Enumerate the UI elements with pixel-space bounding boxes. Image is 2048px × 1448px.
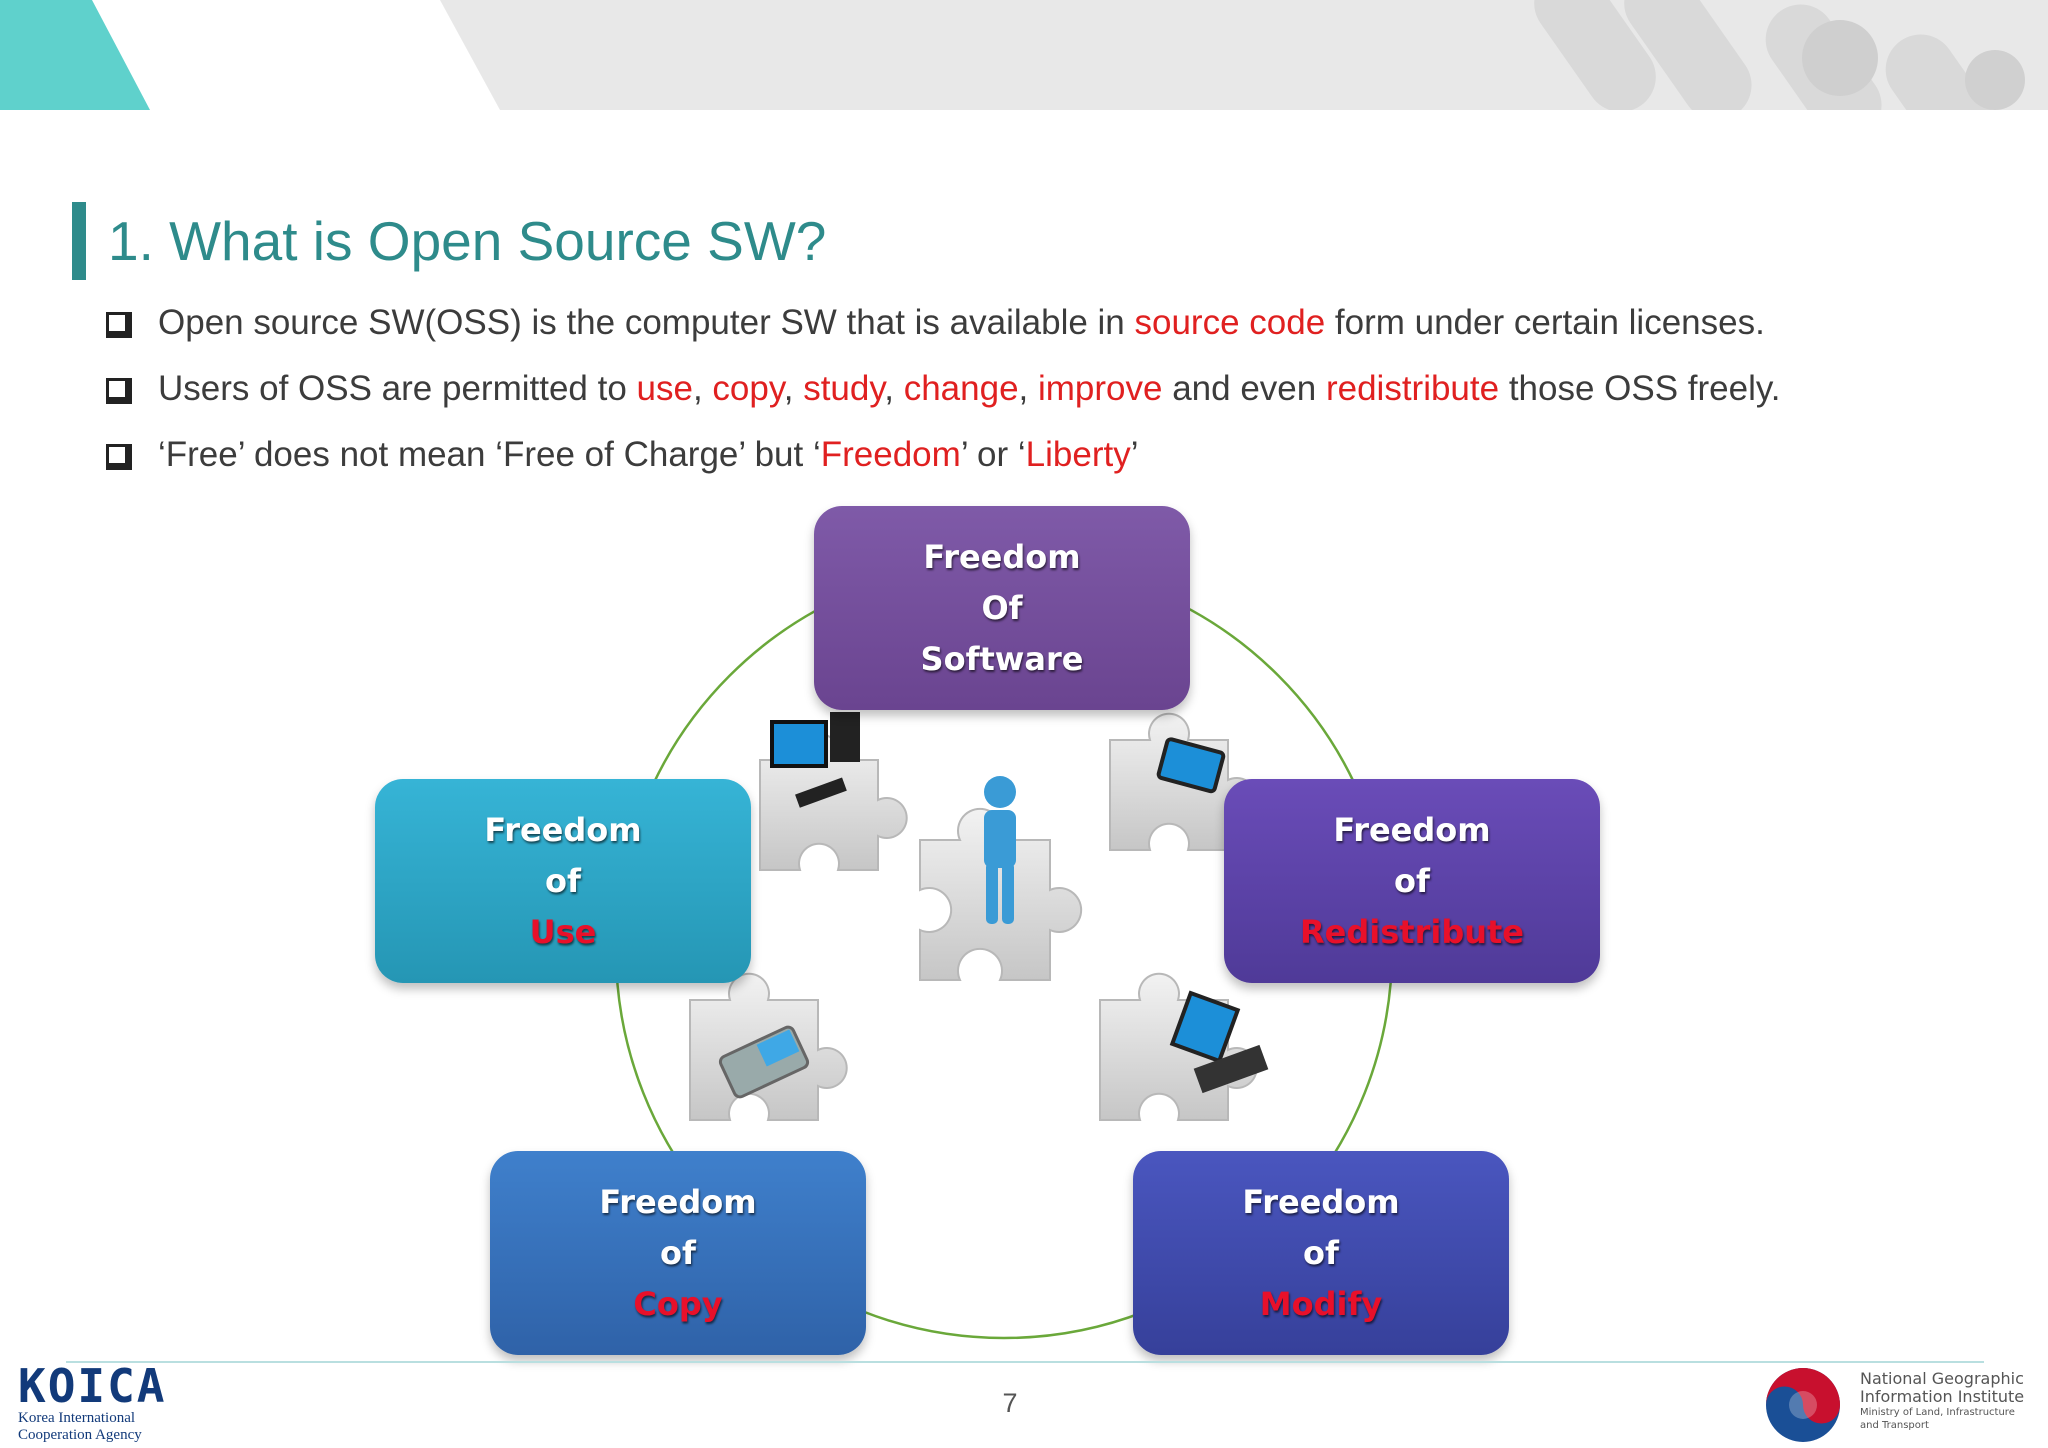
checkbox-bullet-icon (106, 312, 132, 338)
koica-subtitle: Korea International (18, 1410, 136, 1426)
freedom-of-software-box: Freedom Of Software (814, 506, 1190, 710)
header-banner (0, 0, 2048, 110)
page-number: 7 (1002, 1388, 1018, 1418)
person-figure-icon (984, 776, 1016, 924)
bullet-item: ‘Free’ does not mean ‘Free of Charge’ bu… (106, 422, 2006, 488)
freedom-of-copy-box: Freedom of Copy (490, 1151, 866, 1355)
freedom-of-use-box: Freedom of Use (375, 779, 751, 983)
ngii-text: National Geographic Information Institut… (1860, 1369, 2025, 1432)
bullet-text: Open source SW(OSS) is the computer SW t… (158, 303, 1765, 342)
ngii-logo: National Geographic Information Institut… (1764, 1364, 2034, 1446)
taegeuk-emblem-icon (1766, 1368, 1840, 1442)
bullet-list: Open source SW(OSS) is the computer SW t… (106, 290, 2006, 488)
puzzle-piece (689, 972, 848, 1121)
koica-wordmark: KOICA (18, 1359, 167, 1413)
laptop-icon (1169, 990, 1269, 1094)
title-accent-bar (72, 202, 86, 280)
checkbox-bullet-icon (106, 444, 132, 470)
page-title: 1. What is Open Source SW? (108, 210, 827, 272)
puzzle-piece (1099, 972, 1258, 1121)
bullet-text: ‘Free’ does not mean ‘Free of Charge’ bu… (158, 435, 1139, 474)
koica-logo: KOICA Korea International Cooperation Ag… (18, 1362, 198, 1444)
tablet-device-icon (1156, 737, 1226, 794)
mobile-phone-icon (718, 1025, 810, 1099)
desktop-computer-icon (770, 712, 860, 808)
puzzle-piece (919, 807, 1083, 981)
checkbox-bullet-icon (106, 378, 132, 404)
freedom-of-modify-box: Freedom of Modify (1133, 1151, 1509, 1355)
footer-divider (66, 1361, 1984, 1363)
bullet-text: Users of OSS are permitted to use, copy,… (158, 369, 1781, 408)
freedom-of-redistribute-box: Freedom of Redistribute (1224, 779, 1600, 983)
koica-subtitle: Cooperation Agency (18, 1427, 142, 1443)
bullet-item: Users of OSS are permitted to use, copy,… (106, 356, 2006, 422)
puzzle-piece (759, 732, 908, 871)
title-block: 1. What is Open Source SW? (72, 202, 826, 280)
bullet-item: Open source SW(OSS) is the computer SW t… (106, 290, 2006, 356)
